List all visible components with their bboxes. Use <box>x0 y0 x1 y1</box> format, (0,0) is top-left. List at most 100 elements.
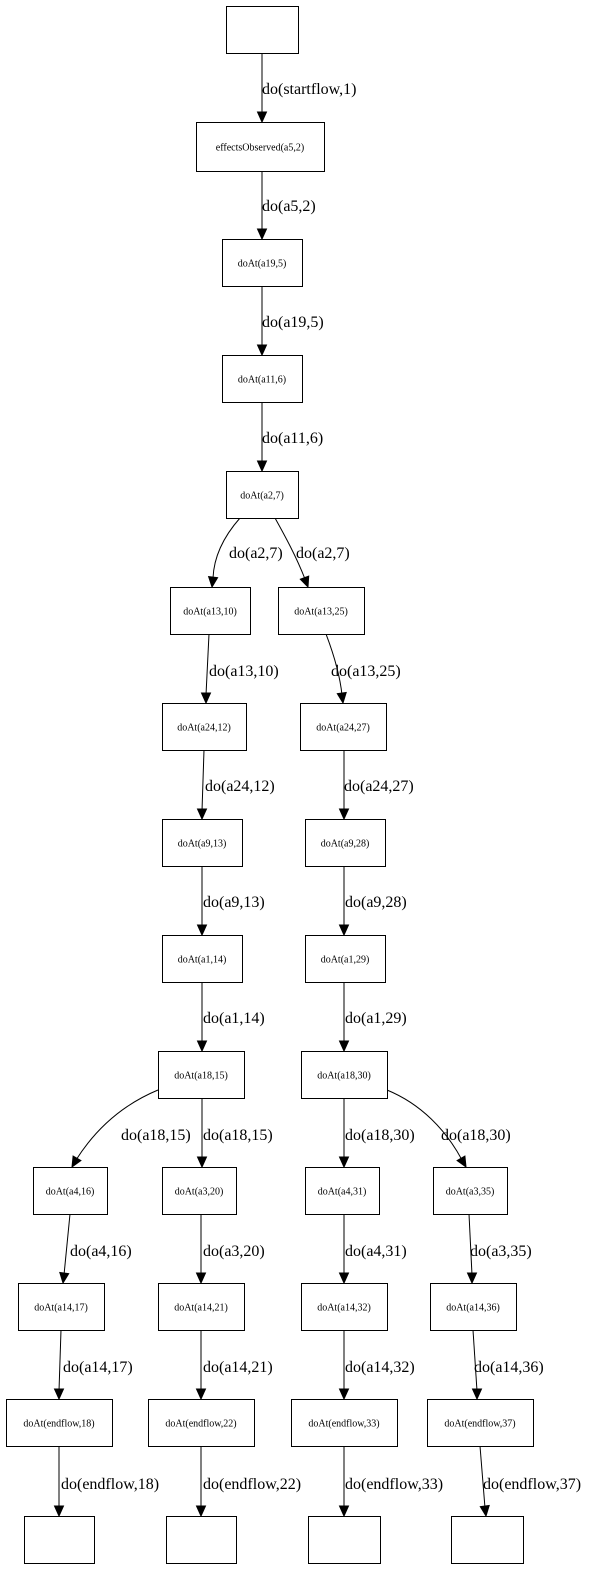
transition-edge: do(a18,15) <box>71 1089 191 1169</box>
transition-edge: do(a9,13) <box>196 866 265 937</box>
state-node <box>451 1516 524 1564</box>
transition-edge: do(endflow,33) <box>338 1446 443 1518</box>
edge-line <box>386 1089 463 1161</box>
state-node: doAt(a3,35) <box>433 1167 508 1215</box>
state-node: doAt(a14,21) <box>158 1283 245 1331</box>
arrowhead-icon <box>256 228 268 241</box>
node-box <box>158 1283 245 1331</box>
state-node <box>166 1516 237 1564</box>
arrowhead-icon <box>299 575 310 589</box>
edge-label: do(a5,2) <box>262 198 316 215</box>
node-label: doAt(a9,13) <box>178 839 227 850</box>
node-label: doAt(a13,10) <box>183 607 237 618</box>
edge-label: do(a24,12) <box>205 778 275 795</box>
state-node <box>24 1516 95 1564</box>
transition-edge: do(a2,7) <box>274 517 350 589</box>
node-label: doAt(a19,5) <box>238 259 287 270</box>
node-label: doAt(a2,7) <box>240 491 284 502</box>
state-node: doAt(a1,14) <box>162 935 243 983</box>
edge-label: do(a18,15) <box>203 1127 273 1144</box>
state-node: doAt(a14,32) <box>301 1283 388 1331</box>
state-node: doAt(endflow,22) <box>148 1399 255 1447</box>
arrowhead-icon <box>456 1155 467 1169</box>
state-node <box>308 1516 381 1564</box>
edge-line <box>472 1329 478 1392</box>
transition-edge: do(a24,12) <box>196 749 275 821</box>
node-box <box>162 1167 237 1215</box>
transition-edge: do(a2,7) <box>207 517 283 589</box>
node-box <box>451 1516 524 1564</box>
arrowhead-icon <box>200 692 212 705</box>
edges-layer: do(startflow,1) do(a5,2) do(a19,5) do(a11,6… <box>53 53 581 1518</box>
edge-line <box>75 1089 159 1161</box>
arrowhead-icon <box>338 1505 350 1518</box>
arrowhead-icon <box>471 1388 483 1401</box>
state-node: doAt(a24,12) <box>162 703 247 751</box>
node-box <box>305 1167 380 1215</box>
nodes-layer: effectsObserved(a5,2) doAt(a19,5) doAt(a11… <box>6 6 534 1564</box>
node-box <box>308 1516 381 1564</box>
arrowhead-icon <box>196 808 208 821</box>
node-label: doAt(a4,16) <box>46 1187 95 1198</box>
edge-label: do(a4,16) <box>70 1243 132 1260</box>
node-label: doAt(a24,27) <box>316 723 370 734</box>
arrowhead-icon <box>336 691 347 705</box>
arrowhead-icon <box>338 1156 350 1169</box>
arrowhead-icon <box>53 1505 65 1518</box>
arrowhead-icon <box>71 1155 82 1169</box>
node-box <box>427 1399 534 1447</box>
edge-label: do(a11,6) <box>262 430 323 447</box>
state-node: doAt(a13,25) <box>278 587 365 635</box>
node-box <box>162 703 247 751</box>
node-label: doAt(a1,14) <box>178 955 227 966</box>
node-box <box>222 239 303 287</box>
node-label: doAt(a1,29) <box>321 955 370 966</box>
node-box <box>170 587 251 635</box>
edge-line <box>63 1213 71 1276</box>
edge-label: do(a3,35) <box>470 1243 532 1260</box>
node-box <box>300 703 387 751</box>
state-node: doAt(a11,6) <box>222 355 303 403</box>
edge-label: do(a13,25) <box>331 663 401 680</box>
node-box <box>162 935 243 983</box>
edge-label: do(a2,7) <box>229 545 283 562</box>
arrowhead-icon <box>53 1388 65 1401</box>
edge-label: do(a18,30) <box>345 1127 415 1144</box>
node-box <box>305 819 386 867</box>
edge-label: do(a18,30) <box>441 1127 511 1144</box>
edge-label: do(a13,10) <box>209 663 279 680</box>
arrowhead-icon <box>195 1272 207 1285</box>
state-node: doAt(a14,17) <box>18 1283 105 1331</box>
edge-label: do(endflow,33) <box>345 1476 443 1493</box>
arrowhead-icon <box>338 924 350 937</box>
state-node: doAt(endflow,33) <box>291 1399 398 1447</box>
state-node: doAt(a2,7) <box>226 471 299 519</box>
node-box <box>166 1516 237 1564</box>
state-node: effectsObserved(a5,2) <box>196 122 325 172</box>
node-label: doAt(a13,25) <box>294 607 348 618</box>
state-node: doAt(a13,10) <box>170 587 251 635</box>
node-label: doAt(a18,30) <box>317 1071 371 1082</box>
edge-label: do(a3,20) <box>203 1243 265 1260</box>
arrowhead-icon <box>338 1388 350 1401</box>
state-node: doAt(a4,31) <box>305 1167 380 1215</box>
edge-line <box>325 633 343 696</box>
state-node: doAt(a24,27) <box>300 703 387 751</box>
transition-edge: do(startflow,1) <box>256 53 357 124</box>
arrowhead-icon <box>195 1388 207 1401</box>
arrowhead-icon <box>338 1272 350 1285</box>
arrowhead-icon <box>256 111 268 124</box>
arrowhead-icon <box>479 1504 490 1518</box>
edge-label: do(a19,5) <box>262 314 324 331</box>
state-node <box>226 6 299 54</box>
state-node: doAt(a18,30) <box>301 1051 388 1099</box>
edge-label: do(endflow,18) <box>61 1476 159 1493</box>
node-label: doAt(a3,20) <box>175 1187 224 1198</box>
node-label: doAt(a14,36) <box>446 1303 500 1314</box>
edge-line <box>212 517 241 579</box>
state-node: doAt(a1,29) <box>305 935 386 983</box>
arrowhead-icon <box>196 1156 208 1169</box>
transition-edge: do(a5,2) <box>256 171 316 241</box>
edge-label: do(a9,28) <box>345 894 407 911</box>
